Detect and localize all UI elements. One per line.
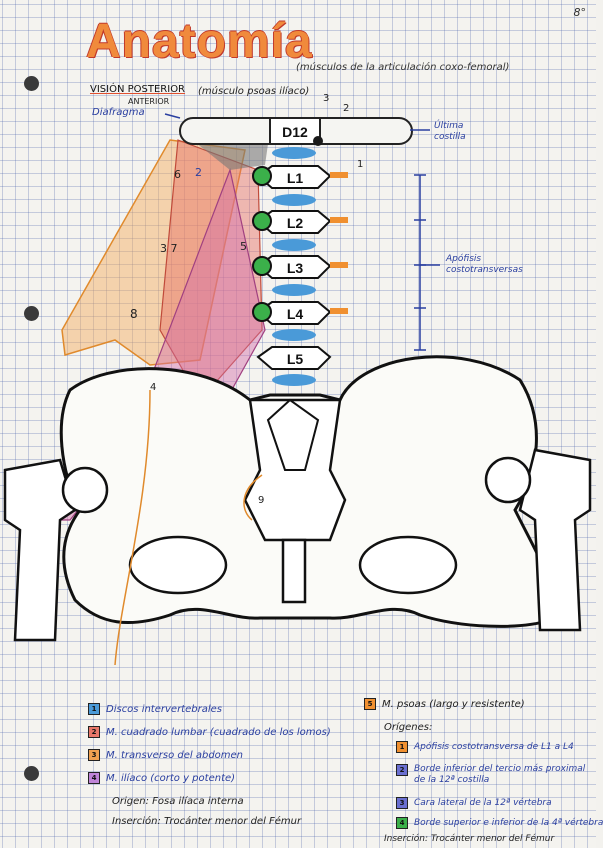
vertebra-label: D12 [282,124,308,140]
femoral-head-right [484,456,532,504]
muscle-note: (músculo psoas ilíaco) [198,86,310,97]
binder-hole [24,76,39,91]
legend-item: 5 M. psoas (largo y resistente) [364,698,525,710]
origin-text: Borde superior e inferior de la 4ª vérte… [414,818,603,828]
legend-swatch: 4 [88,772,100,784]
obturator-right [358,535,458,595]
apophyses-label: Apófisis costotransversas [446,254,523,275]
diagram-number: 3 [323,93,329,104]
vertebra-label: L5 [287,351,304,367]
legend-item: 4 M. ilíaco (corto y potente) [88,772,235,784]
legend-text: M. cuadrado lumbar (cuadrado de los lomo… [106,726,331,738]
left-insertion: Inserción: Trocánter menor del Fémur [112,816,302,827]
discs [272,147,316,386]
left-origin: Origen: Fosa ilíaca interna [112,796,244,807]
legend-item: 3 M. transverso del abdomen [88,749,243,761]
vertebra-box [269,117,321,145]
legend-swatch: 2 [88,726,100,738]
origin-swatch: 4 [396,817,408,829]
diaphragm-label: Diafragma [92,107,145,118]
vertebra-label: L3 [287,260,304,276]
page-title: Anatomía [86,15,313,68]
origins-heading: Orígenes: [384,722,433,733]
diagram-number: 2 [195,166,202,179]
page-subtitle: (músculos de la articulación coxo-femora… [296,62,510,73]
diagram-number: 3 7 [160,242,178,255]
origin-swatch: 3 [396,797,408,809]
legend-swatch: 5 [364,698,376,710]
right-insertion: Inserción: Trocánter menor del Fémur [384,834,555,844]
symphysis [281,538,307,604]
diagram-number: 5 [240,240,247,253]
femur-left [3,458,77,642]
origin-text: Apófisis costotransversa de L1 a L4 [414,742,574,752]
sacrum-crest [266,398,320,471]
origin-text: Borde inferior del tercio más proximal d… [414,764,586,785]
origin-item: 4 Borde superior e inferior de la 4ª vér… [396,817,603,829]
binder-hole [24,306,39,321]
vertebra-label: L2 [287,215,304,231]
femur-right [518,448,592,632]
view-heading: VISIÓN POSTERIOR [90,84,186,95]
diagram-number: 8 [130,307,138,321]
transverse-muscle [61,139,246,366]
diaphragm-arrow [164,113,181,119]
leader-line [243,474,263,521]
legend-text: Discos intervertebrales [106,703,222,715]
legend-swatch: 1 [88,703,100,715]
diagram-number: 9 [258,495,264,506]
view-subheading: ANTERIOR [128,97,170,106]
diagram-number: 6 [174,168,181,181]
leader-line [114,389,151,666]
vertebra-label: L1 [287,170,304,186]
last-rib-label: Última costilla [434,121,466,142]
lumbar-vertebrae [252,165,348,370]
anatomy-diagram: D12 L1 L2 L3 L4 L5 3 2 1 6 2 3 7 [3,93,592,666]
origin-item: 3 Cara lateral de la 12ª vértebra [396,797,552,809]
rib-joint [313,136,323,146]
legend-item: 2 M. cuadrado lumbar (cuadrado de los lo… [88,726,331,738]
origin-swatch: 1 [396,741,408,753]
diagram-number: 2 [343,103,349,114]
legend-text: M. transverso del abdomen [106,749,244,761]
diagram-number: 1 [357,159,363,170]
origin-swatch: 2 [396,764,408,776]
legend-item: 1 Discos intervertebrales [88,703,222,715]
origin-text: Cara lateral de la 12ª vértebra [414,798,552,808]
legend-text: M. ilíaco (corto y potente) [106,772,236,784]
vertebra-label: L4 [287,306,304,322]
legend-text: M. psoas (largo y resistente) [382,698,525,710]
origin-item: 1 Apófisis costotransversa de L1 a L4 [396,741,592,753]
bracket [414,174,426,351]
page-number: 8° [573,6,587,19]
legend-swatch: 3 [88,749,100,761]
binder-hole [24,766,39,781]
obturator-left [128,535,228,595]
femoral-head-left [61,466,109,514]
diagram-number: 4 [150,382,156,393]
origin-item: 2 Borde inferior del tercio más proximal… [396,764,592,786]
